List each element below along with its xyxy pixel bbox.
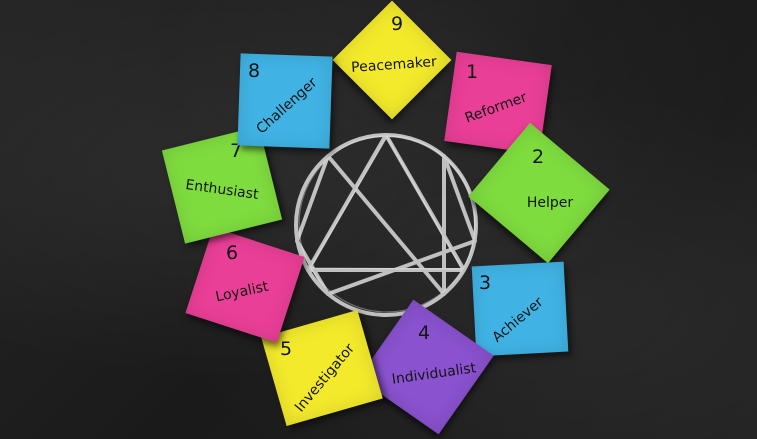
note-2-word: Helper	[526, 195, 574, 211]
note-5-number: 5	[280, 338, 293, 360]
note-7-number: 7	[230, 140, 243, 162]
enneagram-triangle	[306, 133, 466, 272]
note-4-number: 4	[418, 322, 431, 344]
note-9-number: 9	[391, 13, 404, 35]
note-3-number: 3	[479, 272, 492, 294]
note-1-number: 1	[466, 61, 479, 83]
enneagram-hexad	[295, 154, 477, 296]
note-8-number: 8	[248, 60, 261, 82]
note-6-number: 6	[226, 242, 239, 264]
note-2-number: 2	[532, 146, 545, 168]
